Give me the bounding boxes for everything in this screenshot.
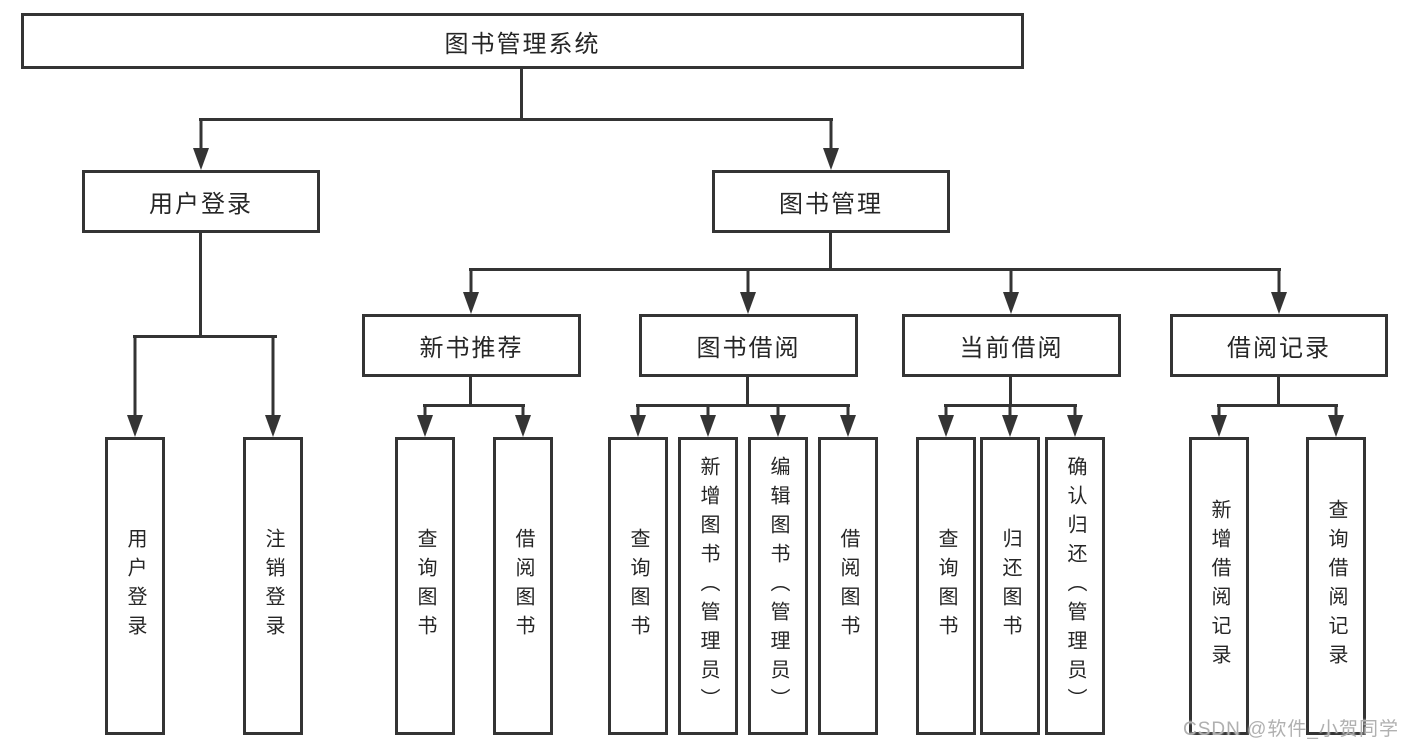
- node-new-book-recommend: 新书推荐: [362, 314, 581, 377]
- leaf-edit-books-admin: 编辑图书（管理员）: [748, 437, 808, 735]
- node-book-borrow: 图书借阅: [639, 314, 858, 377]
- leaf-query-borrow-record: 查询借阅记录: [1306, 437, 1366, 735]
- leaf-borrow-books: 借阅图书: [818, 437, 878, 735]
- csdn-watermark: CSDN @软件_小贺同学: [1183, 719, 1399, 740]
- arrow-to-book-management: [823, 120, 839, 170]
- leaf-query-books-current: 查询图书: [916, 437, 976, 735]
- arrow-to-book-borrow: [740, 270, 756, 314]
- node-label: 编辑图书（管理员）: [767, 455, 789, 717]
- connector-book-borrow-bar: [636, 404, 850, 407]
- arrow-to-leaf-logout: [265, 337, 281, 437]
- node-user-login: 用户登录: [82, 170, 320, 233]
- leaf-query-books-recommend: 查询图书: [395, 437, 455, 735]
- arrow-to-new-book-recommend: [463, 270, 479, 314]
- connector-user-login-stem: [199, 232, 202, 337]
- arrow-to-leaf-edit-books: [770, 406, 786, 437]
- node-label: 查询图书: [627, 528, 649, 644]
- arrow-to-leaf-confirm-return: [1067, 406, 1083, 437]
- arrow-to-leaf-user-login: [127, 337, 143, 437]
- node-label: 新增图书（管理员）: [697, 455, 719, 717]
- node-label: 当前借阅: [959, 335, 1064, 362]
- node-label: 图书管理系统: [444, 30, 601, 58]
- connector-book-borrow-stem: [746, 376, 749, 407]
- node-label: 图书管理: [779, 191, 883, 218]
- node-label: 用户登录: [124, 528, 146, 644]
- arrow-to-leaf-return-books: [1002, 406, 1018, 437]
- node-label: 查询图书: [414, 528, 436, 644]
- arrow-to-user-login: [193, 120, 209, 170]
- connector-new-book-bar: [423, 404, 525, 407]
- node-current-borrow: 当前借阅: [902, 314, 1121, 377]
- arrow-to-leaf-add-record: [1211, 406, 1227, 437]
- node-label: 借阅图书: [837, 528, 859, 644]
- connector-book-management-stem: [829, 232, 832, 270]
- leaf-borrow-books-recommend: 借阅图书: [493, 437, 553, 735]
- leaf-confirm-return-admin: 确认归还（管理员）: [1045, 437, 1105, 735]
- node-label: 查询借阅记录: [1325, 499, 1347, 673]
- node-label: 归还图书: [999, 528, 1021, 644]
- node-borrow-records: 借阅记录: [1170, 314, 1388, 377]
- node-book-management: 图书管理: [712, 170, 950, 233]
- arrow-to-leaf-borrow-books-b: [515, 406, 531, 437]
- arrow-to-borrow-records: [1271, 270, 1287, 314]
- leaf-add-borrow-record: 新增借阅记录: [1189, 437, 1249, 735]
- arrow-to-leaf-query-books-b: [417, 406, 433, 437]
- connector-borrow-records-bar: [1217, 404, 1338, 407]
- arrow-to-leaf-query-books-c: [630, 406, 646, 437]
- node-label: 用户登录: [149, 191, 253, 218]
- root-node-library-management-system: 图书管理系统: [21, 13, 1024, 69]
- node-label: 查询图书: [935, 528, 957, 644]
- leaf-logout: 注销登录: [243, 437, 303, 735]
- connector-root-stem: [520, 67, 523, 120]
- node-label: 图书借阅: [696, 335, 801, 362]
- connector-new-book-stem: [469, 376, 472, 407]
- leaf-add-books-admin: 新增图书（管理员）: [678, 437, 738, 735]
- node-label: 借阅图书: [512, 528, 534, 644]
- node-label: 新书推荐: [419, 335, 524, 362]
- leaf-query-books-borrow: 查询图书: [608, 437, 668, 735]
- leaf-user-login: 用户登录: [105, 437, 165, 735]
- arrow-to-leaf-query-record: [1328, 406, 1344, 437]
- leaf-return-books: 归还图书: [980, 437, 1040, 735]
- node-label: 新增借阅记录: [1208, 499, 1230, 673]
- arrow-to-current-borrow: [1003, 270, 1019, 314]
- connector-book-management-bar: [469, 268, 1281, 271]
- connector-root-bar: [199, 118, 833, 121]
- connector-borrow-records-stem: [1277, 376, 1280, 407]
- arrow-to-leaf-add-books: [700, 406, 716, 437]
- node-label: 确认归还（管理员）: [1064, 455, 1086, 717]
- node-label: 借阅记录: [1227, 335, 1331, 362]
- connector-user-login-bar: [133, 335, 277, 338]
- arrow-to-leaf-borrow-books-c: [840, 406, 856, 437]
- connector-current-borrow-stem: [1009, 376, 1012, 407]
- node-label: 注销登录: [262, 528, 284, 644]
- arrow-to-leaf-query-books-d: [938, 406, 954, 437]
